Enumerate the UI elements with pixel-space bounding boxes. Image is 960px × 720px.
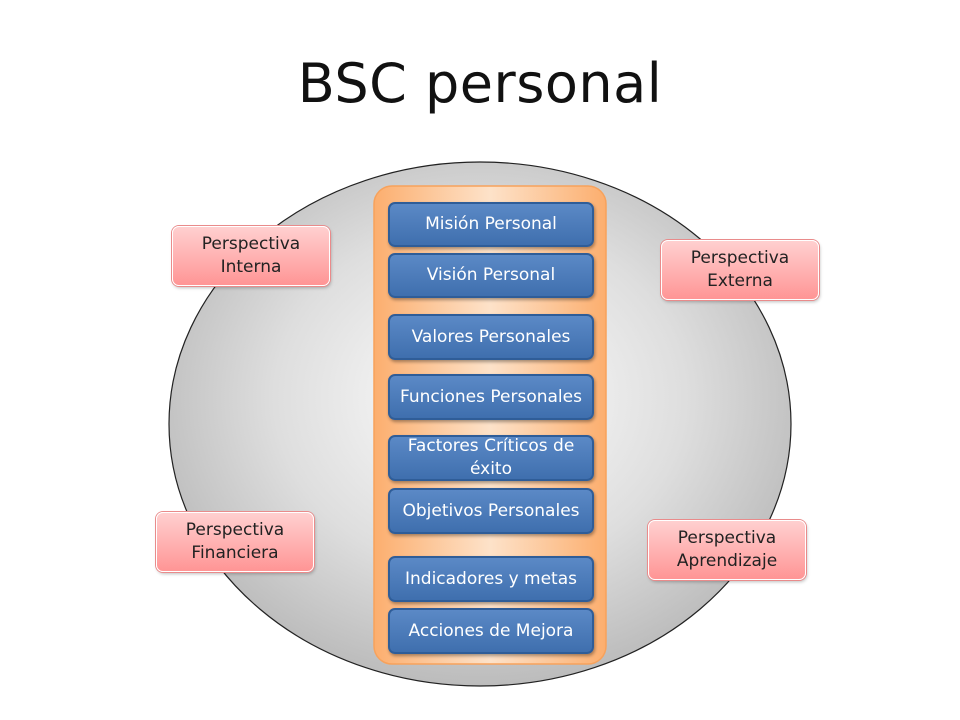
perspective-externa: Perspectiva Externa (661, 240, 819, 300)
perspective-aprendizaje: Perspectiva Aprendizaje (648, 520, 806, 580)
step-acciones-mejora: Acciones de Mejora (388, 608, 594, 654)
step-factores-criticos: Factores Críticos de éxito (388, 435, 594, 481)
step-funciones-personales: Funciones Personales (388, 374, 594, 420)
step-valores-personales: Valores Personales (388, 314, 594, 360)
step-vision-personal: Visión Personal (388, 253, 594, 298)
step-indicadores-metas: Indicadores y metas (388, 556, 594, 602)
step-mision-personal: Misión Personal (388, 202, 594, 247)
page-title: BSC personal (297, 52, 663, 115)
step-objetivos-personales: Objetivos Personales (388, 488, 594, 534)
steps-column (373, 185, 607, 665)
perspective-financiera: Perspectiva Financiera (156, 512, 314, 572)
perspective-interna: Perspectiva Interna (172, 226, 330, 286)
